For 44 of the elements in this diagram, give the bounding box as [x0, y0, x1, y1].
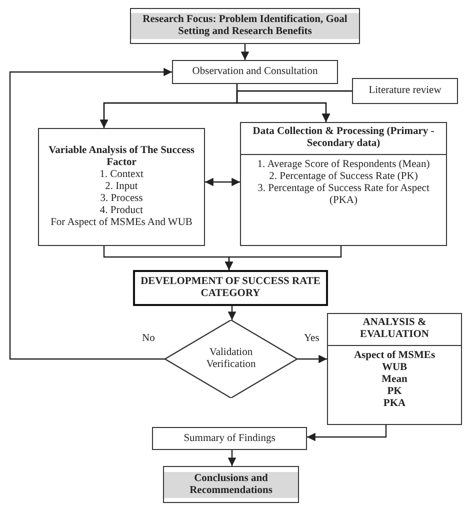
arrow [205, 178, 240, 186]
box-heading: Variable Analysis of The Success Factor [48, 145, 196, 169]
box-text: 1. Context [100, 169, 144, 181]
box-text: Aspect of MSMEs [354, 350, 436, 362]
arrow [9, 68, 172, 360]
arrow [236, 90, 352, 122]
arrow [228, 450, 236, 466]
process-box [130, 8, 360, 44]
process-box [327, 313, 462, 425]
arrow [307, 425, 387, 442]
box-heading: Data Collection & Processing (Primary - Secondary data) [241, 123, 446, 155]
box-text: Validation Verification [205, 347, 257, 371]
box-text: 3. Percentage of Success Rate for Aspect (PKA) [256, 183, 430, 207]
box-text: 1. Average Score of Respondents (Mean) [257, 159, 430, 171]
process-box [133, 270, 328, 306]
terminal-box [163, 466, 299, 503]
process-box [38, 128, 205, 246]
arrow [240, 44, 250, 60]
box-text: Research Focus: Problem Identification, Goal Setting and Research Benefits [131, 13, 359, 39]
edge-label: Yes [302, 333, 322, 344]
box-text: Conclusions and Recommendations [164, 472, 298, 498]
box-text: 4. Product [100, 205, 144, 217]
process-box [152, 427, 307, 450]
box-text: DEVELOPMENT OF SUCCESS RATE CATEGORY [140, 276, 322, 300]
box-text: 3. Process [100, 193, 143, 205]
arrow [224, 246, 342, 270]
arrow [297, 354, 327, 364]
box-text: Mean [382, 374, 408, 386]
arrow [228, 306, 236, 320]
box-text: Summary of Findings [184, 432, 276, 444]
box-text: PKA [383, 398, 406, 410]
box-text: WUB [382, 362, 408, 374]
box-text: Observation and Consultation [192, 66, 318, 78]
box-text: 2. Input [105, 181, 138, 193]
box-text: 2. Percentage of Success Rate (PK) [269, 171, 418, 183]
process-box [172, 60, 338, 84]
decision-diamond [165, 320, 297, 398]
box-heading: ANALYSIS & EVALUATION [328, 314, 461, 346]
box-text: For Aspect of MSMEs And WUB [50, 217, 192, 229]
box-text: Literature review [368, 85, 442, 97]
edge-label: No [140, 333, 157, 344]
box-text: PK [387, 386, 402, 398]
process-box [240, 122, 447, 246]
input-box [352, 78, 458, 104]
